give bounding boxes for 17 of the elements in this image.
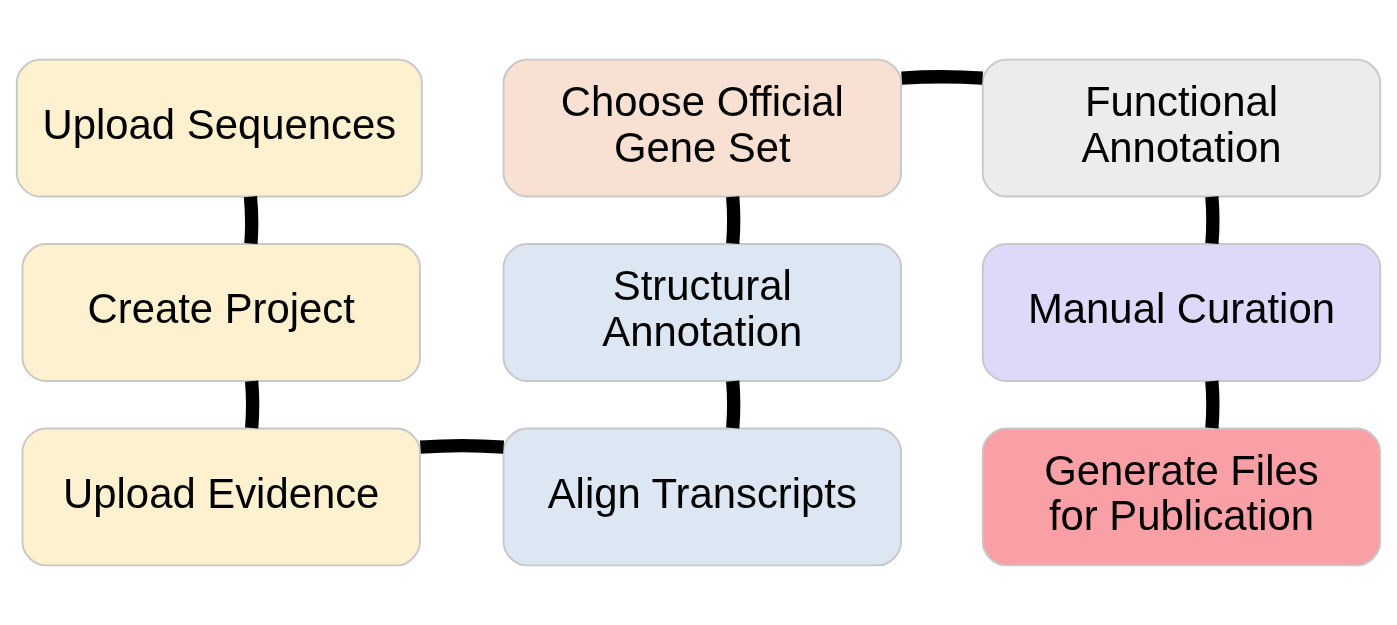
connector [1205, 380, 1220, 429]
connector [726, 380, 741, 429]
node-box: Upload Sequences [15, 58, 423, 198]
connector [245, 380, 260, 429]
node-box: Align Transcripts [502, 427, 902, 567]
node-box: Generate Files for Publication [981, 427, 1382, 567]
connector [1205, 196, 1220, 245]
connector [420, 438, 504, 454]
node-box: Manual Curation [981, 243, 1382, 382]
connector [901, 70, 983, 85]
node-box: Create Project [21, 243, 421, 382]
connector [726, 196, 741, 244]
connector [243, 196, 259, 244]
node-box: Upload Evidence [21, 427, 421, 567]
node-box: Choose Official Gene Set [502, 58, 902, 198]
node-box: Functional Annotation [981, 58, 1382, 198]
node-box: Structural Annotation [502, 243, 902, 382]
